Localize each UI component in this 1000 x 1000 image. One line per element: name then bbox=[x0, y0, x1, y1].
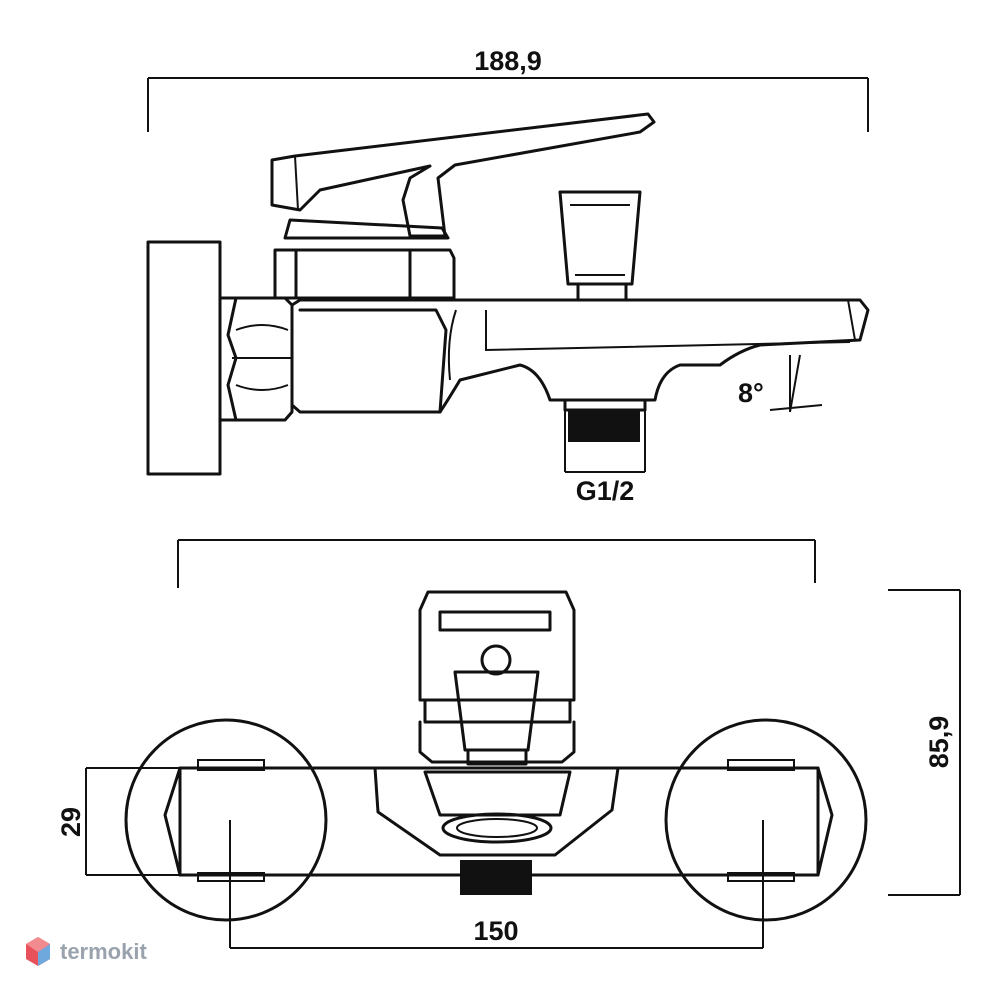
hex-nut bbox=[218, 296, 294, 422]
dimension-label-body-height: 29 bbox=[56, 807, 86, 837]
front-view: 150 29 85,9 bbox=[56, 539, 961, 949]
dimension-body-height: 29 bbox=[56, 767, 180, 876]
lever-handle bbox=[270, 112, 656, 238]
watermark: termokit bbox=[24, 935, 147, 969]
spout-body bbox=[290, 298, 870, 414]
central-housing bbox=[373, 766, 620, 857]
diverter-knob bbox=[558, 190, 642, 302]
diverter-knob-front bbox=[453, 644, 540, 766]
dimension-overall-width: 188,9 bbox=[147, 46, 869, 132]
escutcheon-left bbox=[124, 718, 328, 922]
escutcheon-right bbox=[664, 718, 868, 922]
cartridge-ring bbox=[273, 248, 456, 300]
front-thread bbox=[460, 860, 532, 895]
dimension-depth: 85,9 bbox=[888, 589, 961, 896]
dimension-front-width bbox=[177, 539, 816, 588]
watermark-text: termokit bbox=[60, 939, 147, 964]
dimension-label-center-distance: 150 bbox=[473, 916, 518, 946]
dimension-label-depth: 85,9 bbox=[924, 716, 954, 769]
body-bar bbox=[178, 766, 820, 877]
dimension-label-angle: 8° bbox=[738, 378, 764, 408]
dimension-angle: 8° bbox=[738, 354, 823, 413]
side-view: 188,9 bbox=[146, 46, 870, 506]
lever-base bbox=[283, 218, 450, 240]
dimension-label-thread: G1/2 bbox=[576, 476, 635, 506]
outlet-thread: G1/2 bbox=[563, 398, 647, 506]
dimension-label-overall-width: 188,9 bbox=[474, 46, 542, 76]
wall-flange bbox=[146, 240, 222, 476]
lever-top bbox=[418, 590, 576, 764]
termokit-logo-icon bbox=[26, 937, 50, 966]
outlet-opening bbox=[441, 812, 553, 844]
